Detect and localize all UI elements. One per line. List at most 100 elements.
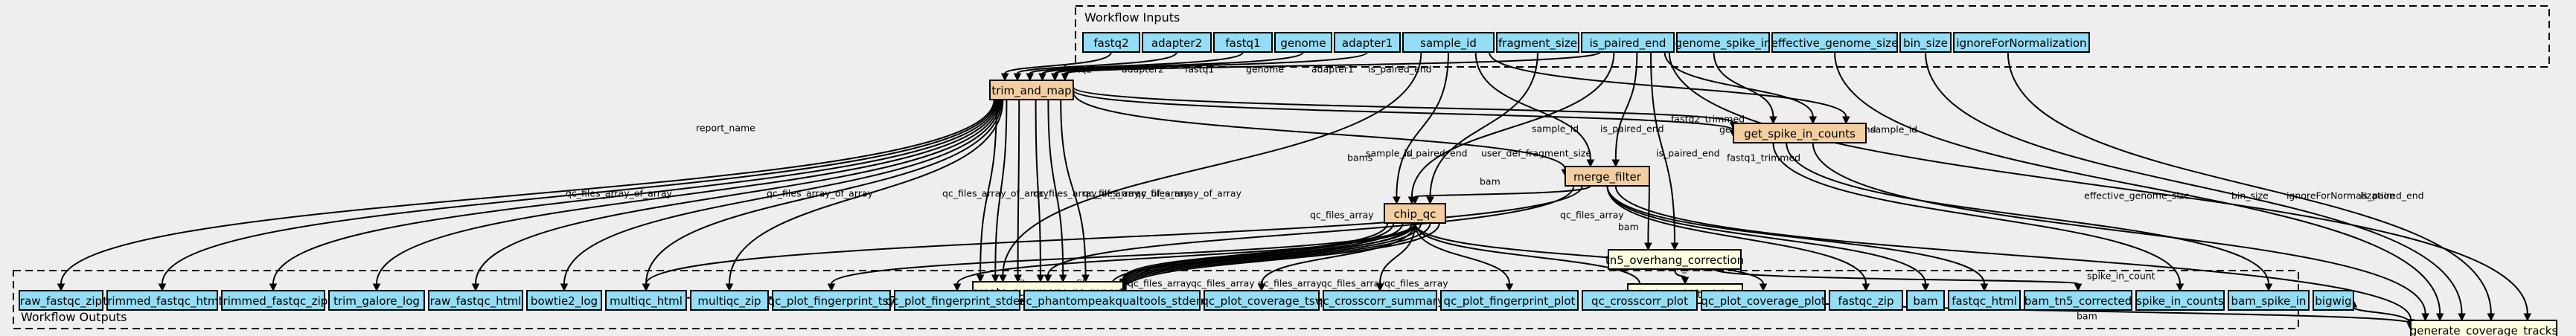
edge-20 — [725, 99, 1004, 292]
output-node-bam-tn5-corrected: bam_tn5_corrected — [2024, 290, 2132, 311]
output-node-qc-crosscorr-plot-label: qc_crosscorr_plot — [1591, 294, 1688, 308]
edge-21: bams — [1073, 91, 1570, 178]
edge-label-bam: bam — [1480, 176, 1500, 187]
output-node-bigwig-label: bigwig — [2315, 294, 2351, 308]
edge-label-qc_files_array: qc_files_array — [1128, 278, 1192, 289]
output-node-qc-plot-coverage-plot-label: qc_plot_coverage_plot — [1701, 294, 1826, 308]
edge-63 — [1375, 222, 1416, 292]
edge-label-fastq2_trimmed: fastq2_trimmed — [1671, 114, 1745, 125]
edge-42 — [1606, 185, 1930, 292]
input-node-fragment-size: fragment_size — [1496, 32, 1579, 53]
edge-label-qc_files_array: qc_files_array — [1321, 278, 1385, 289]
input-node-fastq2: fastq2 — [1082, 32, 1140, 53]
edge-label-sample_id: sample_id — [1532, 123, 1579, 135]
edge-label-bam: bam — [2077, 311, 2097, 322]
output-node-multiqc-zip-label: multiqc_zip — [697, 294, 761, 308]
step-node-generate-coverage-tracks: generate_coverage_tracks — [2410, 320, 2558, 336]
edge-14 — [158, 99, 997, 292]
edge-59 — [827, 222, 1416, 292]
output-node-qc-crosscorr-plot: qc_crosscorr_plot — [1582, 290, 1698, 311]
edge-43 — [1606, 185, 1989, 292]
edge-66 — [1414, 222, 1768, 292]
input-node-ignoreForNormalization: ignoreForNormalization — [1953, 32, 2090, 53]
output-node-trimmed-fastqc-html: trimmed_fastqc_html — [103, 290, 222, 311]
edge-23: fastq1_trimmed — [1073, 89, 1800, 164]
output-node-fastqc-zip-label: fastqc_zip — [1838, 294, 1894, 308]
edge-label-qc_files_array_of_array: qc_files_array_of_array — [1033, 188, 1140, 199]
output-node-multiqc-zip: multiqc_zip — [690, 290, 769, 311]
output-node-qc-crosscorr-summary-label: qc_crosscorr_summary — [1316, 294, 1444, 308]
workflow-outputs-cluster-label: Workflow Outputs — [21, 310, 127, 324]
edge-label-sample_id: sample_id — [1366, 148, 1413, 159]
edge-label-spike_in_count: spike_in_count — [2087, 271, 2155, 282]
step-node-merge-filter-label: merge_filter — [1573, 170, 1642, 184]
edge-label-bams: bams — [1347, 152, 1372, 164]
edge-33: effective_genome_size — [1834, 51, 2444, 322]
input-node-bin-size: bin_size — [1899, 32, 1952, 53]
output-node-bam-tn5-corrected-label: bam_tn5_corrected — [2024, 294, 2132, 308]
edge-label-is_paired_end: is_paired_end — [1600, 123, 1664, 135]
output-node-spike-in-counts-label: spike_in_counts — [2136, 294, 2224, 308]
input-node-fragment-size-label: fragment_size — [1498, 36, 1577, 51]
output-node-qc-crosscorr-summary: qc_crosscorr_summary — [1316, 290, 1444, 311]
edge-label-is_paired_end: is_paired_end — [2360, 190, 2424, 201]
output-node-bam-label: bam — [1913, 294, 1937, 308]
output-node-raw-fastqc-html: raw_fastqc_html — [428, 290, 523, 311]
edge-5: is_paired_end — [1061, 51, 1601, 82]
input-node-is-paired-end: is_paired_end — [1581, 32, 1675, 53]
edge-label-qc_files_array_of_array: qc_files_array_of_array — [1083, 188, 1190, 199]
edge-40: qc_files_array — [642, 185, 1624, 292]
edge-17 — [471, 99, 1000, 292]
step-node-get-spike-in-counts: get_spike_in_counts — [1733, 123, 1867, 143]
output-node-qc-plot-coverage-tsv: qc_plot_coverage_tsv — [1201, 290, 1322, 311]
output-node-qc-plot-fingerprint-tsv-label: qc_plot_fingerprint_tsv — [768, 294, 895, 308]
output-node-fastqc-zip: fastqc_zip — [1829, 290, 1903, 311]
output-node-multiqc-html-label: multiqc_html — [610, 294, 683, 308]
input-node-effective-genome-size: effective_genome_size — [1771, 32, 1899, 53]
output-node-qc-plot-fingerprint-stderr-label: qc_plot_fingerprint_stderr — [886, 294, 1029, 308]
output-node-spike-in-counts: spike_in_counts — [2135, 290, 2225, 311]
edge-label-is_paired_end: is_paired_end — [1404, 148, 1468, 159]
edge-label-effective_genome_size: effective_genome_size — [2084, 190, 2190, 201]
edge-label-user_def_fragment_size: user_def_fragment_size — [1481, 148, 1591, 159]
input-node-effective-genome-size-label: effective_genome_size — [1771, 36, 1899, 51]
edge-label-qc_files_array: qc_files_array — [1384, 278, 1448, 289]
step-node-chip-qc: chip_qc — [1384, 203, 1446, 224]
edge-label-genome: genome — [1246, 64, 1284, 75]
output-node-trimmed-fastqc-zip: trimmed_fastqc_zip — [219, 290, 327, 311]
edge-label-qc_files_array_of_array: qc_files_array_of_array — [767, 188, 874, 199]
edge-27: sample_id — [1474, 51, 1595, 168]
edge-16 — [372, 99, 999, 292]
edge-label-is_paired_end: is_paired_end — [1368, 64, 1432, 75]
output-node-bam: bam — [1906, 290, 1945, 311]
edge-13 — [57, 99, 995, 292]
output-node-bowtie2-log: bowtie2_log — [526, 290, 602, 311]
input-node-sample-id: sample_id — [1402, 32, 1495, 53]
input-node-adapter1-label: adapter1 — [1342, 36, 1393, 50]
step-node-tn5-overhang-correction: tn5_overhang_correction — [1605, 249, 1744, 270]
input-node-genome: genome — [1274, 32, 1332, 53]
edge-11: qc_files_array_of_array — [1047, 99, 1190, 283]
input-node-fastq1-label: fastq1 — [1225, 36, 1260, 50]
output-node-raw-fastqc-html-label: raw_fastqc_html — [430, 294, 522, 308]
output-node-bam-spike-in: bam_spike_in — [2228, 290, 2310, 311]
edge-label-qc_files_array: qc_files_array — [1310, 210, 1374, 221]
edge-label-qc_files_array_of_array: qc_files_array_of_array — [566, 188, 673, 199]
input-node-adapter1: adapter1 — [1334, 32, 1401, 53]
output-node-qc-plot-fingerprint-plot-label: qc_plot_fingerprint_plot — [1444, 294, 1576, 308]
edge-37: bam — [1410, 176, 1591, 205]
step-node-generate-coverage-tracks-label: generate_coverage_tracks — [2410, 324, 2558, 336]
edge-35: ignoreForNormalization — [2007, 51, 2496, 322]
input-node-sample-id-label: sample_id — [1420, 36, 1477, 51]
step-node-tn5-overhang-correction-label: tn5_overhang_correction — [1605, 253, 1744, 268]
input-node-is-paired-end-label: is_paired_end — [1590, 36, 1666, 51]
edge-label-ignoreForNormalization: ignoreForNormalization — [2286, 190, 2395, 201]
edge-label-qc_files_array_of_array: qc_files_array_of_array — [942, 188, 1049, 199]
edge-4: adapter1 — [1051, 51, 1368, 82]
edge-34: bin_size — [1925, 51, 2466, 322]
output-node-bigwig: bigwig — [2313, 290, 2354, 311]
edge-36: is_paired_end — [1668, 51, 2532, 322]
step-node-chip-qc-label: chip_qc — [1394, 207, 1436, 222]
edge-50 — [1786, 142, 2273, 292]
output-node-raw-fastqc-zip: raw_fastqc_zip — [19, 290, 103, 311]
